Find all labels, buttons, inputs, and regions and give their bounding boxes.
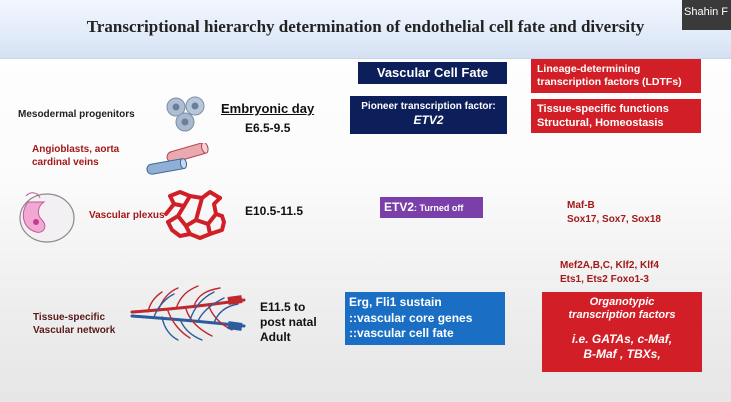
organotypic-line-4: B-Maf , TBXs, (583, 347, 661, 361)
network-factors-line-1: Mef2A,B,C, Klf2, Klf4 (560, 260, 659, 271)
erg-line-2: ::vascular core genes (349, 310, 473, 325)
angioblasts-line-1: Angioblasts, aorta (32, 144, 120, 155)
tissue-functions-line-2: Structural, Homeostasis (537, 117, 664, 129)
plexus-factors-line-2: Sox17, Sox7, Sox18 (567, 214, 661, 225)
erg-line-3: ::vascular cell fate (349, 326, 454, 340)
ldtf-line-1: Lineage-determining (537, 63, 641, 75)
network-factors: Mef2A,B,C, Klf2, Klf4 Ets1, Ets2 Foxo1-3 (560, 259, 659, 287)
vascular-cell-fate-header: Vascular Cell Fate (358, 62, 507, 84)
vascular-plexus-icon (164, 190, 226, 240)
ldtf-line-2: transcription factors (LDTFs) (537, 76, 682, 88)
angioblasts-label: Angioblasts, aorta cardinal veins (32, 143, 119, 169)
plexus-factors-line-1: Maf-B (567, 200, 595, 211)
organotypic-line-3: i.e. GATAs, c-Maf, (571, 332, 673, 346)
erg-line-1: Erg, Fli1 sustain (349, 295, 442, 309)
vessel-tubes-icon (146, 143, 209, 175)
organotypic-line-2: transcription factors (568, 309, 676, 321)
progenitor-cells-icon (166, 96, 205, 132)
pioneer-label: Pioneer transcription factor: (361, 101, 496, 112)
participant-name: Shahin F (684, 6, 729, 18)
page-title: Transcriptional hierarchy determination … (86, 17, 645, 36)
pioneer-factor-box: Pioneer transcription factor: ETV2 (350, 96, 507, 134)
pioneer-name: ETV2 (413, 113, 444, 127)
tissue-network-line-2: Vascular network (33, 325, 116, 336)
tissue-network-line-1: Tissue-specific (33, 312, 106, 323)
plexus-factors: Maf-B Sox17, Sox7, Sox18 (567, 199, 661, 227)
header-banner (0, 0, 731, 59)
mesodermal-progenitors-label: Mesodermal progenitors (18, 109, 135, 120)
stage-e11-line-1: E11.5 to (260, 300, 306, 314)
tissue-functions-box: Tissue-specific functions Structural, Ho… (531, 99, 701, 133)
etv2-off-status: : Turned off (414, 203, 464, 213)
organotypic-line-1: Organotypic (589, 296, 655, 308)
etv2-off-box: ETV2: Turned off (380, 197, 483, 218)
stage-e6-9: E6.5-9.5 (245, 121, 291, 135)
network-factors-line-2: Ets1, Ets2 Foxo1-3 (560, 274, 649, 285)
stage-e11-adult: E11.5 to post natal Adult (260, 300, 317, 345)
stage-e10-11: E10.5-11.5 (245, 204, 304, 218)
stage-heading: Embryonic day (221, 101, 315, 116)
vascular-plexus-label: Vascular plexus (89, 210, 165, 221)
stage-e11-line-3: Adult (260, 330, 291, 344)
etv2-off-name: ETV2 (384, 200, 415, 214)
vascular-cell-fate-label: Vascular Cell Fate (376, 65, 489, 80)
vascular-network-icon (130, 285, 246, 341)
ldtf-header: Lineage-determining transcription factor… (531, 59, 701, 93)
tissue-network-label: Tissue-specific Vascular network (33, 311, 115, 337)
participant-video-tile[interactable] (682, 0, 731, 30)
embryo-icon (19, 192, 75, 243)
organotypic-factors-box: Organotypic transcription factors i.e. G… (542, 292, 702, 372)
tissue-functions-line-1: Tissue-specific functions (537, 103, 669, 115)
stage-e11-line-2: post natal (260, 315, 317, 329)
erg-fli1-box: Erg, Fli1 sustain ::vascular core genes … (345, 292, 505, 345)
angioblasts-line-2: cardinal veins (32, 157, 99, 168)
